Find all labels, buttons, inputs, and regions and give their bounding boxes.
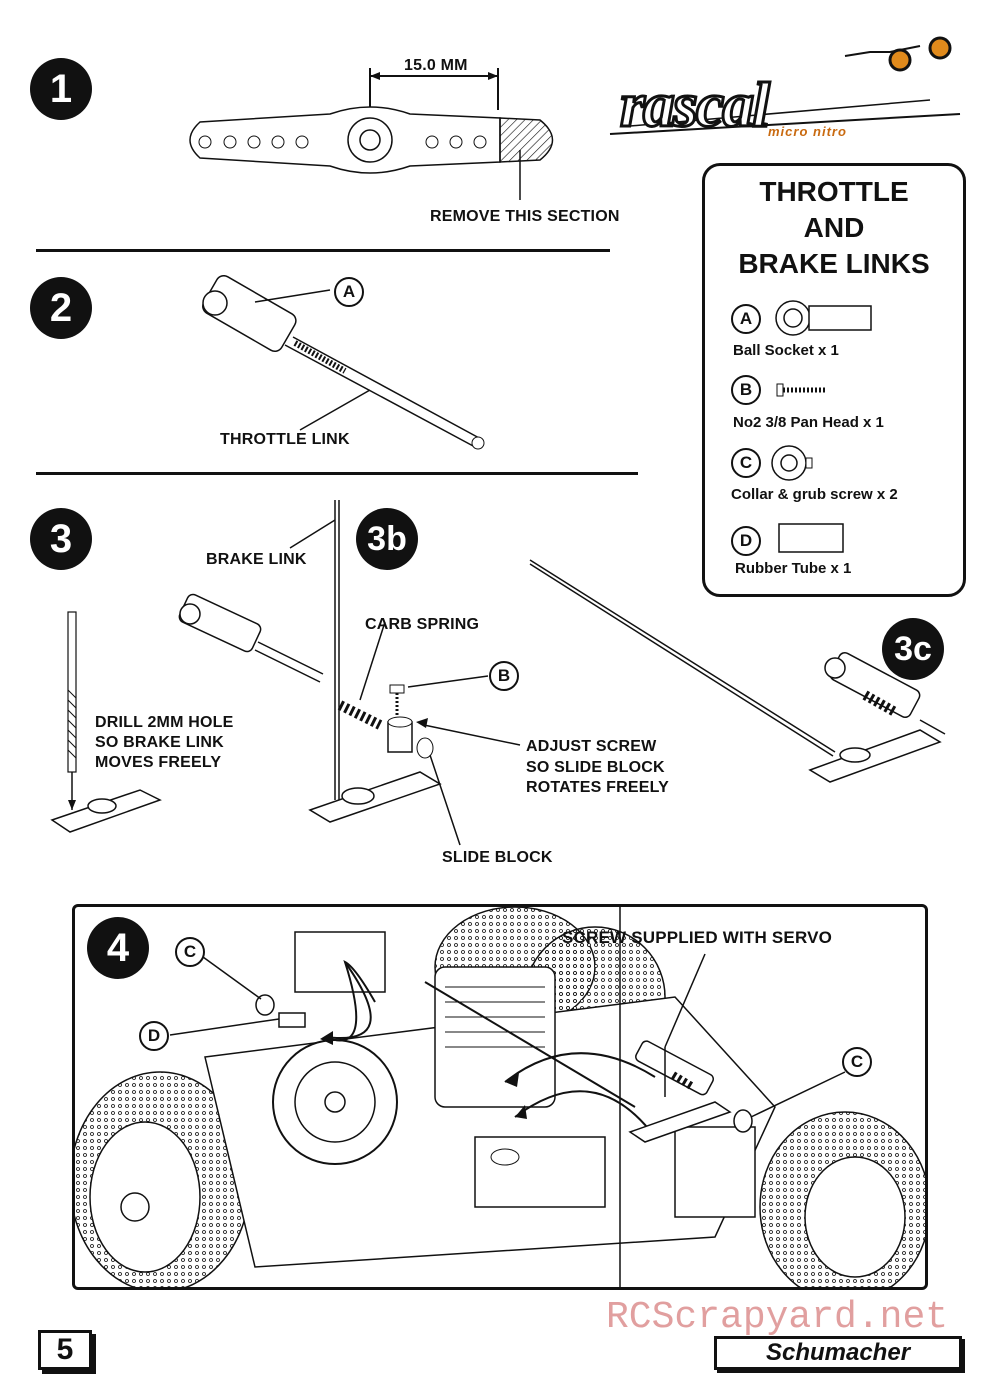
part-c-label: Collar & grub screw x 2 — [731, 486, 898, 503]
adjust-screw-line-3: ROTATES FREELY — [526, 779, 669, 796]
step-3-badge: 3 — [30, 508, 92, 570]
part-c-key: C — [731, 448, 761, 478]
brake-link-diagram — [50, 500, 946, 846]
parts-title-line-1: THROTTLE — [759, 176, 909, 207]
throttle-link-diagram — [202, 275, 485, 450]
ball-socket-icon — [775, 300, 872, 336]
logo-subtitle: micro nitro — [768, 124, 847, 139]
part-a-key: A — [731, 304, 761, 334]
drill-instruction-line-3: MOVES FREELY — [95, 754, 222, 771]
step-1-badge: 1 — [30, 58, 92, 120]
callout-c-left: C — [175, 937, 205, 967]
callout-a: A — [334, 277, 364, 307]
part-d-label: Rubber Tube x 1 — [735, 560, 852, 577]
dimension-label: 15.0 MM — [404, 57, 468, 74]
throttle-link-label: THROTTLE LINK — [220, 431, 350, 448]
part-a-label: Ball Socket x 1 — [733, 342, 839, 359]
parts-title-line-2: AND — [803, 212, 865, 243]
schumacher-brand: Schumacher — [714, 1336, 962, 1370]
part-b-label: No2 3/8 Pan Head x 1 — [733, 414, 884, 431]
parts-title-line-3: BRAKE LINKS — [738, 248, 930, 279]
page-number: 5 — [38, 1330, 92, 1370]
step-4-badge: 4 — [87, 917, 149, 979]
drill-instruction-line-2: SO BRAKE LINK — [95, 734, 224, 751]
step-2-badge: 2 — [30, 277, 92, 339]
callout-c-right: C — [842, 1047, 872, 1077]
divider-2 — [36, 472, 638, 475]
chassis-diagram — [75, 907, 925, 1287]
servo-arm-diagram — [189, 68, 554, 200]
adjust-screw-line-1: ADJUST SCREW — [526, 738, 657, 755]
step-4-panel: 4 SCREW SUPPLIED WITH SERVO C D C — [72, 904, 928, 1290]
parts-title: THROTTLE AND BRAKE LINKS — [705, 174, 963, 282]
parts-list-box: THROTTLE AND BRAKE LINKS A Ball Socket x… — [702, 163, 966, 597]
rascal-logo: rascal micro nitro — [600, 30, 970, 146]
screw-supplied-label: SCREW SUPPLIED WITH SERVO — [562, 928, 833, 947]
collar-icon — [771, 445, 813, 481]
slide-block-label: SLIDE BLOCK — [442, 849, 553, 866]
callout-d: D — [139, 1021, 169, 1051]
pan-head-screw-icon — [776, 383, 825, 397]
brake-link-label: BRAKE LINK — [206, 551, 307, 568]
part-d-key: D — [731, 526, 761, 556]
logo-wordmark: rascal — [619, 68, 772, 142]
step-3b-badge: 3b — [356, 508, 418, 570]
divider-1 — [36, 249, 610, 252]
watermark-text: RCScrapyard.net — [606, 1296, 949, 1339]
adjust-screw-line-2: SO SLIDE BLOCK — [526, 759, 665, 776]
drill-instruction-line-1: DRILL 2MM HOLE — [95, 714, 234, 731]
rubber-tube-icon — [778, 523, 844, 553]
logo-car-icon — [609, 36, 961, 135]
step-3c-badge: 3c — [882, 618, 944, 680]
part-b-key: B — [731, 375, 761, 405]
carb-spring-label: CARB SPRING — [365, 616, 480, 633]
remove-section-label: REMOVE THIS SECTION — [430, 208, 620, 225]
callout-b: B — [489, 661, 519, 691]
